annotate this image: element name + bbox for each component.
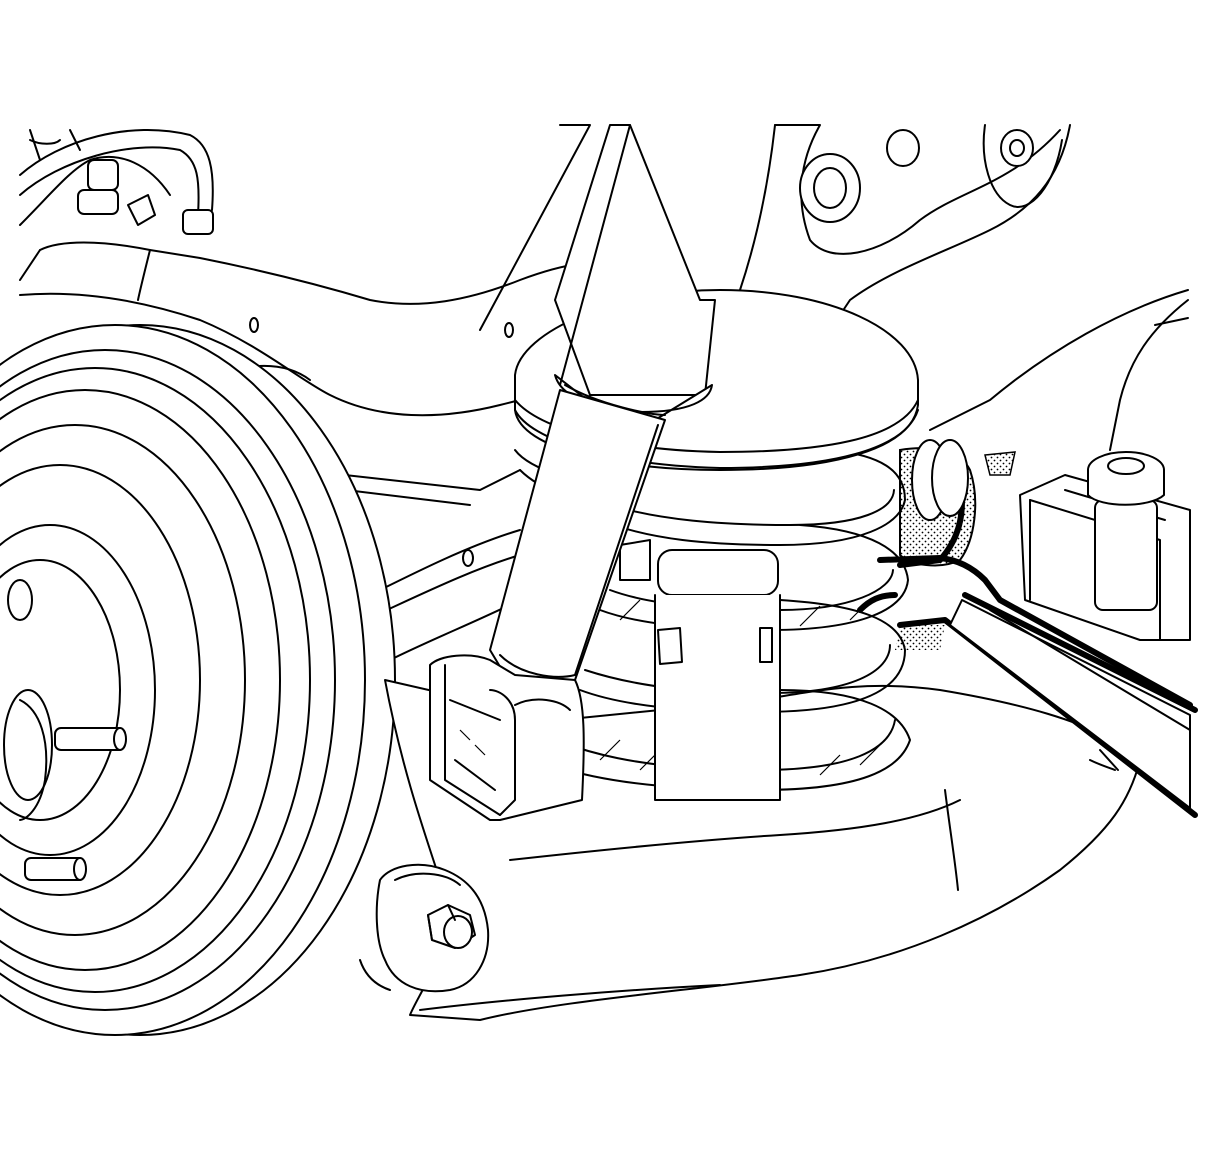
brake-drum-icon [0, 324, 396, 1036]
wheel-stud-icon [24, 727, 127, 881]
bushing-icon [429, 654, 585, 821]
brake-line-icon [19, 128, 214, 235]
frame-bracket-icon [479, 124, 1189, 451]
mounting-bolt-icon [359, 863, 490, 993]
bushing-icon [857, 439, 1016, 650]
bushing-icon [1019, 451, 1191, 641]
